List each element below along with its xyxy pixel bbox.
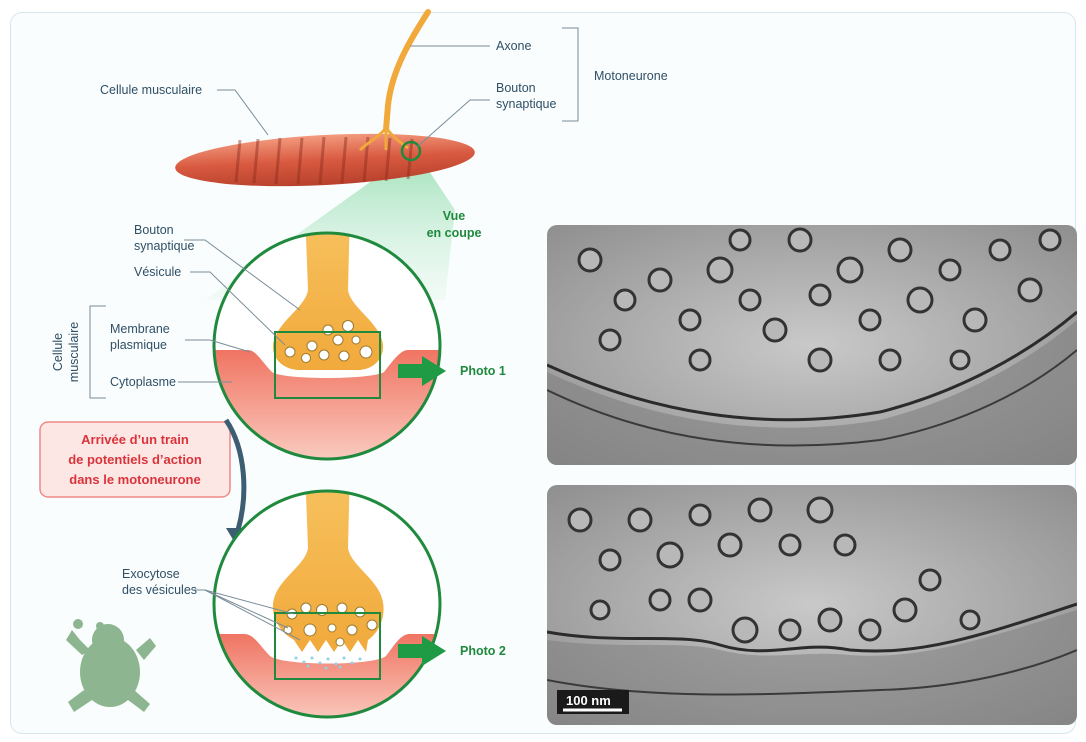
label-cellule-musculaire-top: Cellule musculaire <box>100 83 202 97</box>
photo-1 <box>547 225 1077 465</box>
photo-2: 100 nm <box>547 485 1077 725</box>
label-membrane-2: plasmique <box>110 338 167 352</box>
label-photo1: Photo 1 <box>460 364 506 378</box>
scale-bar-label: 100 nm <box>566 693 611 708</box>
label-photo2: Photo 2 <box>460 644 506 658</box>
label-bouton-1: Bouton <box>134 223 174 237</box>
label-arrival-2: de potentiels d’action <box>68 452 202 467</box>
frog-icon <box>66 619 156 712</box>
label-membrane-1: Membrane <box>110 322 170 336</box>
label-bouton-top-1: Bouton <box>496 81 536 95</box>
action-potential-box: Arrivée d’un train de potentiels d’actio… <box>40 422 230 497</box>
label-exocytose-1: Exocytose <box>122 567 180 581</box>
label-axone: Axone <box>496 39 531 53</box>
label-vue-1: Vue <box>443 209 466 223</box>
label-cytoplasme: Cytoplasme <box>110 375 176 389</box>
bracket-cellule-musculaire <box>90 306 106 398</box>
label-vue-2: en coupe <box>427 226 482 240</box>
label-bouton-top-2: synaptique <box>496 97 557 111</box>
label-cellule-vert-2: musculaire <box>67 322 81 382</box>
label-arrival-3: dans le motoneurone <box>69 472 200 487</box>
label-exocytose-2: des vésicules <box>122 583 197 597</box>
label-arrival-1: Arrivée d’un train <box>81 432 189 447</box>
label-motoneurone: Motoneurone <box>594 69 668 83</box>
bracket-motoneurone <box>562 28 578 121</box>
label-cellule-vert-1: Cellule <box>51 333 65 371</box>
label-bouton-2: synaptique <box>134 239 195 253</box>
label-vesicule: Vésicule <box>134 265 181 279</box>
